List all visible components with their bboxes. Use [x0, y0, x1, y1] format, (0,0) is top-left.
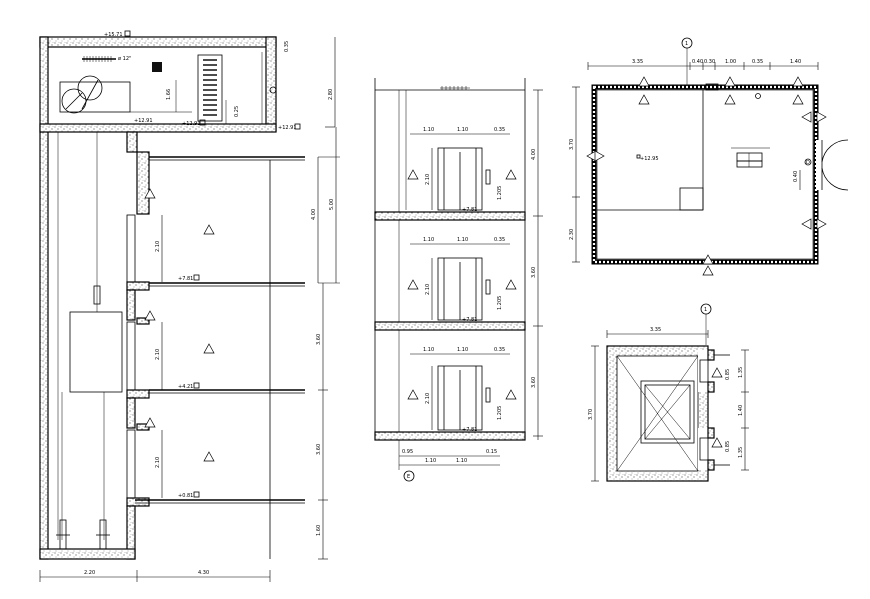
dim-top-c2: 0.35 [494, 237, 505, 243]
dim-bot-c: 1.10 [456, 458, 467, 464]
sp-dim-top: 3.35 [650, 327, 661, 333]
roof-slab [39, 36, 277, 48]
dim-storey-2: 4.00 [311, 209, 317, 220]
machine-room-plan: 1 3.35 0.40 0.30 1.00 0.35 1.40 +12.95 D [569, 37, 849, 276]
hook-block [152, 62, 162, 72]
dim-top-b2: 1.10 [457, 237, 468, 243]
side-height-2: 1.205 [497, 296, 503, 310]
mr-dim-4: 1.00 [725, 59, 736, 65]
dim-bot-d: 0.15 [486, 449, 497, 455]
landing-slab-3 [126, 497, 150, 507]
machine-level: +12.91 [134, 118, 153, 124]
mr-door-dim: 0.40 [793, 171, 799, 182]
door-set-middle: 1.10 1.10 0.35 2.10 1.205 +7.81 [407, 237, 517, 323]
dim-top-b1: 1.10 [457, 127, 468, 133]
side-height-3: 1.205 [497, 406, 503, 420]
shaft-wall-seg2 [126, 289, 136, 321]
shaft-plan-cabin [640, 380, 695, 444]
level-label-3: +7.81 [462, 427, 477, 433]
dim-pit: 1.60 [316, 525, 322, 536]
door-dim-2: 2.10 [155, 349, 161, 360]
shaft-wall-seg [126, 131, 138, 153]
axis-label-1b: 1 [704, 307, 707, 313]
axis-bubble-e [403, 470, 415, 482]
level-label-1: +7.81 [462, 207, 477, 213]
door-set-upper: 1.10 1.10 0.35 2.10 1.205 +7.81 [407, 127, 517, 213]
sp-dim-r2: 1.40 [738, 405, 744, 416]
level-2: +7.81 [178, 276, 193, 282]
dim-top-b3: 1.10 [457, 347, 468, 353]
level-label-2: +7.81 [462, 317, 477, 323]
storey-h-1: 4.00 [531, 149, 537, 160]
slab-middle [374, 321, 526, 331]
toolbox-table [731, 147, 770, 168]
storey-h-3: 3.60 [531, 377, 537, 388]
traction-machine [59, 75, 131, 114]
dim-bottom-left: 2.20 [84, 570, 95, 576]
door-dim-3: 2.10 [155, 457, 161, 468]
elevator-cabin [69, 311, 123, 393]
axis-label-e: E [407, 474, 410, 480]
mr-dim-3: 0.30 [704, 59, 715, 65]
machine-room-floor [39, 123, 277, 133]
roof-level: +12.91 [182, 121, 201, 127]
mr-room-label: +12.95 [640, 156, 659, 162]
sp-dim-r1: 1.35 [738, 367, 744, 378]
storey-h-2: 3.60 [531, 267, 537, 278]
door-height-1: 2.10 [425, 174, 431, 185]
dim-storey-3: 3.60 [316, 334, 322, 345]
sp-dim-r3: 1.35 [738, 447, 744, 458]
dim-top-a1: 1.10 [423, 127, 434, 133]
control-panel [197, 54, 223, 122]
dim-bot-b: 1.10 [425, 458, 436, 464]
dim-top-small: 0.35 [284, 41, 290, 52]
level-1: +4.21 [178, 384, 193, 390]
door-height-2: 2.10 [425, 284, 431, 295]
axis-label-1a: 1 [685, 41, 688, 47]
shaft-wall-seg3 [126, 397, 136, 429]
side-height-1: 1.205 [497, 186, 503, 200]
pit-slab [39, 548, 136, 560]
door-set-lower: 1.10 1.10 0.35 2.10 1.205 +7.81 [407, 347, 517, 433]
shaft-section: ø 12" +15.71 +12.91 +12.91 +12.91 +7.81 … [39, 30, 340, 582]
dim-top-c1: 0.35 [494, 127, 505, 133]
sp-dim-left: 3.70 [588, 409, 594, 420]
machine-room-wall [265, 36, 277, 132]
dim-top-a2: 1.10 [423, 237, 434, 243]
mr-dim-5: 0.35 [752, 59, 763, 65]
dim-machine: 2.80 [328, 89, 334, 100]
door-height-3: 2.10 [425, 393, 431, 404]
dim-beam: 0.25 [234, 106, 240, 117]
dim-top-a3: 1.10 [423, 347, 434, 353]
dim-storey-4: 3.60 [316, 444, 322, 455]
left-wall [39, 36, 49, 560]
mr-axis-d: D [806, 160, 810, 166]
door-dim-1: 2.10 [155, 241, 161, 252]
level-slab-top: +12.91 [278, 125, 297, 131]
landing-slab-1 [126, 281, 150, 291]
door-elevation: 1.10 1.10 0.35 2.10 1.205 +7.81 1.10 1.1… [374, 78, 543, 482]
dim-bottom-right: 4.30 [198, 570, 209, 576]
level-0: +0.81 [178, 493, 193, 499]
mr-dim-1: 3.35 [632, 59, 643, 65]
mr-dim-2: 0.40 [692, 59, 703, 65]
top-level: +15.71 [104, 32, 123, 38]
mr-dim-left-bottom: 2.30 [569, 229, 575, 240]
shaft-plan: 1 3.35 3.70 1.35 1.40 1.35 [588, 303, 749, 482]
dim-storey-1: 5.00 [329, 199, 335, 210]
dim-top-c3: 0.35 [494, 347, 505, 353]
mr-dim-6: 1.40 [790, 59, 801, 65]
mr-dim-left-top: 3.70 [569, 139, 575, 150]
sp-dim-r5: 0.85 [725, 369, 731, 380]
slab-upper [374, 211, 526, 221]
landing-slab-2 [126, 389, 150, 399]
dim-rail: 1.66 [166, 89, 172, 100]
sp-dim-r4: 0.85 [725, 441, 731, 452]
slab-lower [374, 431, 526, 441]
dim-bot-a: 0.95 [402, 449, 413, 455]
hook-label: ø 12" [118, 56, 131, 62]
